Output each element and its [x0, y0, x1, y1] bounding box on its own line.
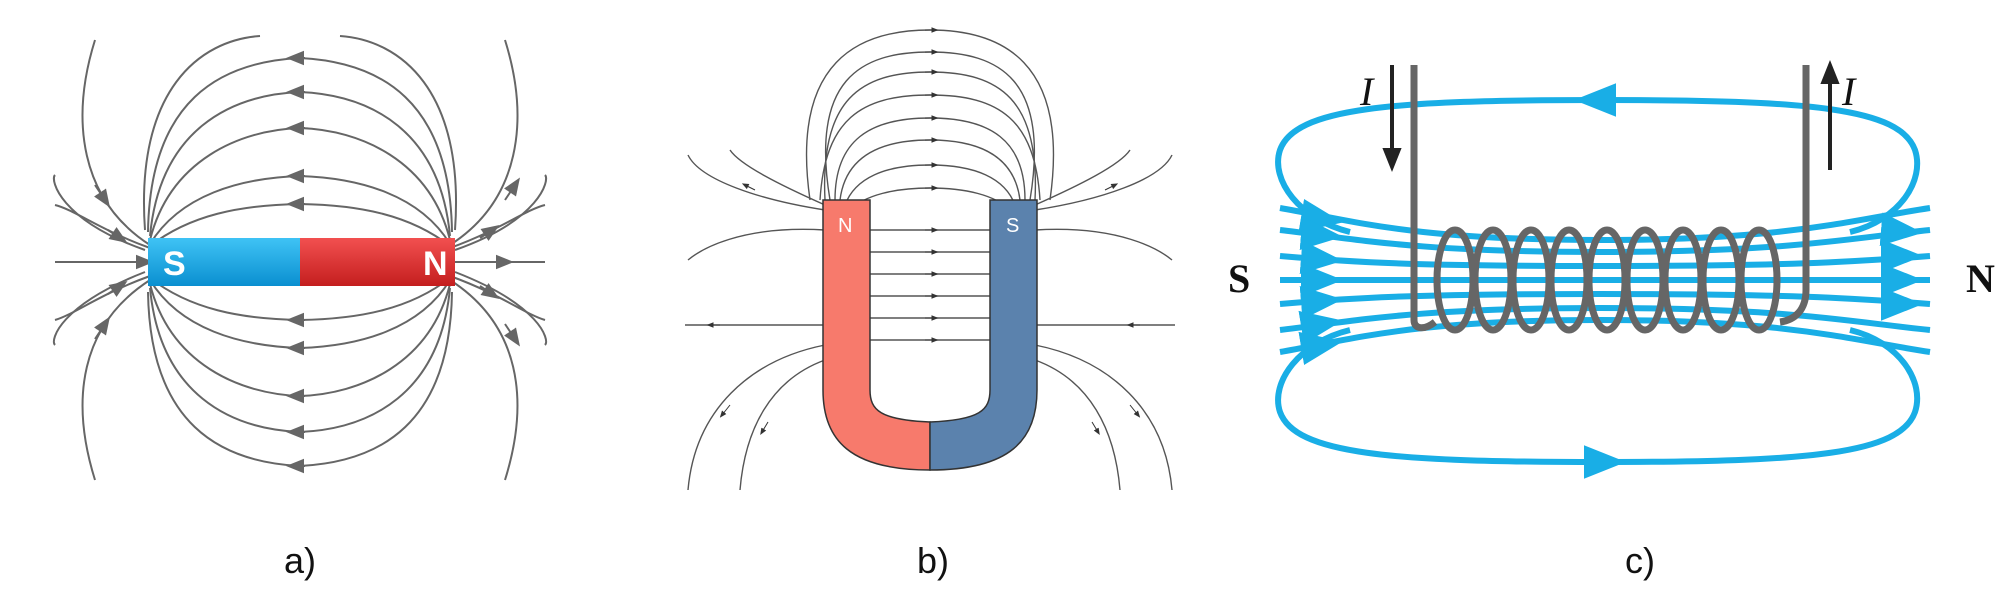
solenoid-diagram: I I S N — [1228, 60, 1995, 479]
current-label-right: I — [1841, 69, 1857, 114]
current-arrows — [1382, 60, 1840, 172]
horseshoe-magnet-diagram: N S — [685, 27, 1175, 491]
bar-magnet-diagram: S N — [53, 35, 547, 481]
north-pole-label: N — [1966, 256, 1995, 301]
field-lines — [685, 29, 1175, 491]
magnet-north-pole — [300, 238, 455, 286]
south-pole-label: S — [1228, 256, 1250, 301]
caption-a: a) — [283, 540, 316, 581]
field-lines — [1275, 96, 1931, 466]
north-pole-label: N — [838, 215, 852, 237]
field-arrows — [706, 27, 1141, 436]
current-label-left: I — [1359, 69, 1375, 114]
horseshoe-south-leg — [929, 199, 1038, 471]
field-lines — [53, 35, 547, 481]
panel-horseshoe-magnet: N S — [660, 0, 1200, 520]
solenoid-wire — [1410, 65, 1810, 332]
south-pole-label: S — [1006, 215, 1019, 237]
panel-bar-magnet: S N — [0, 0, 620, 520]
caption-b: b) — [916, 540, 949, 581]
solenoid-coils — [1433, 226, 1781, 334]
magnet-south-pole — [148, 238, 300, 286]
south-pole-label: S — [163, 245, 186, 283]
panel-solenoid: I I S N — [1210, 0, 2000, 520]
north-pole-label: N — [423, 245, 448, 283]
field-arrows — [1298, 83, 1923, 479]
caption-c: c) — [1625, 540, 1655, 581]
horseshoe-north-leg — [822, 199, 931, 471]
